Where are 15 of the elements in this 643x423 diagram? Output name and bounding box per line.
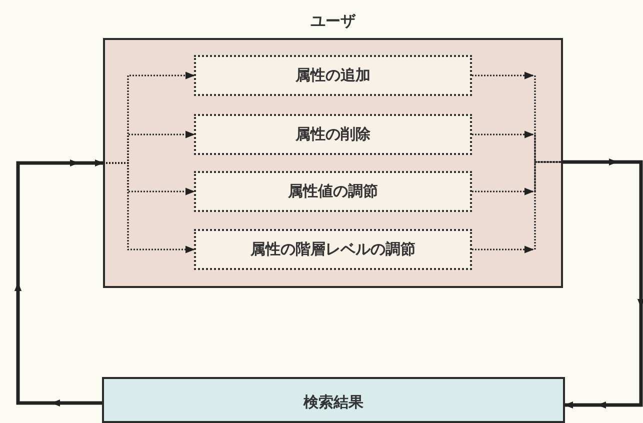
box-label: 検索結果: [304, 393, 364, 412]
box-label: 属性の削除: [296, 125, 370, 144]
dotted-arrow: [472, 246, 534, 254]
process-box: [194, 171, 472, 212]
box-label: 属性の階層レベルの調節: [250, 240, 416, 259]
process-box: [194, 114, 472, 155]
process-box: [194, 55, 472, 96]
dotted-arrow: [472, 188, 534, 196]
panel-heading: ユーザ: [310, 12, 357, 31]
dotted-arrow: [472, 130, 534, 138]
process-box: [194, 229, 472, 270]
box-label: 属性値の調節: [288, 182, 378, 201]
box-label: 属性の追加: [296, 66, 370, 85]
dotted-arrow: [472, 72, 534, 80]
result-box: [102, 377, 565, 423]
